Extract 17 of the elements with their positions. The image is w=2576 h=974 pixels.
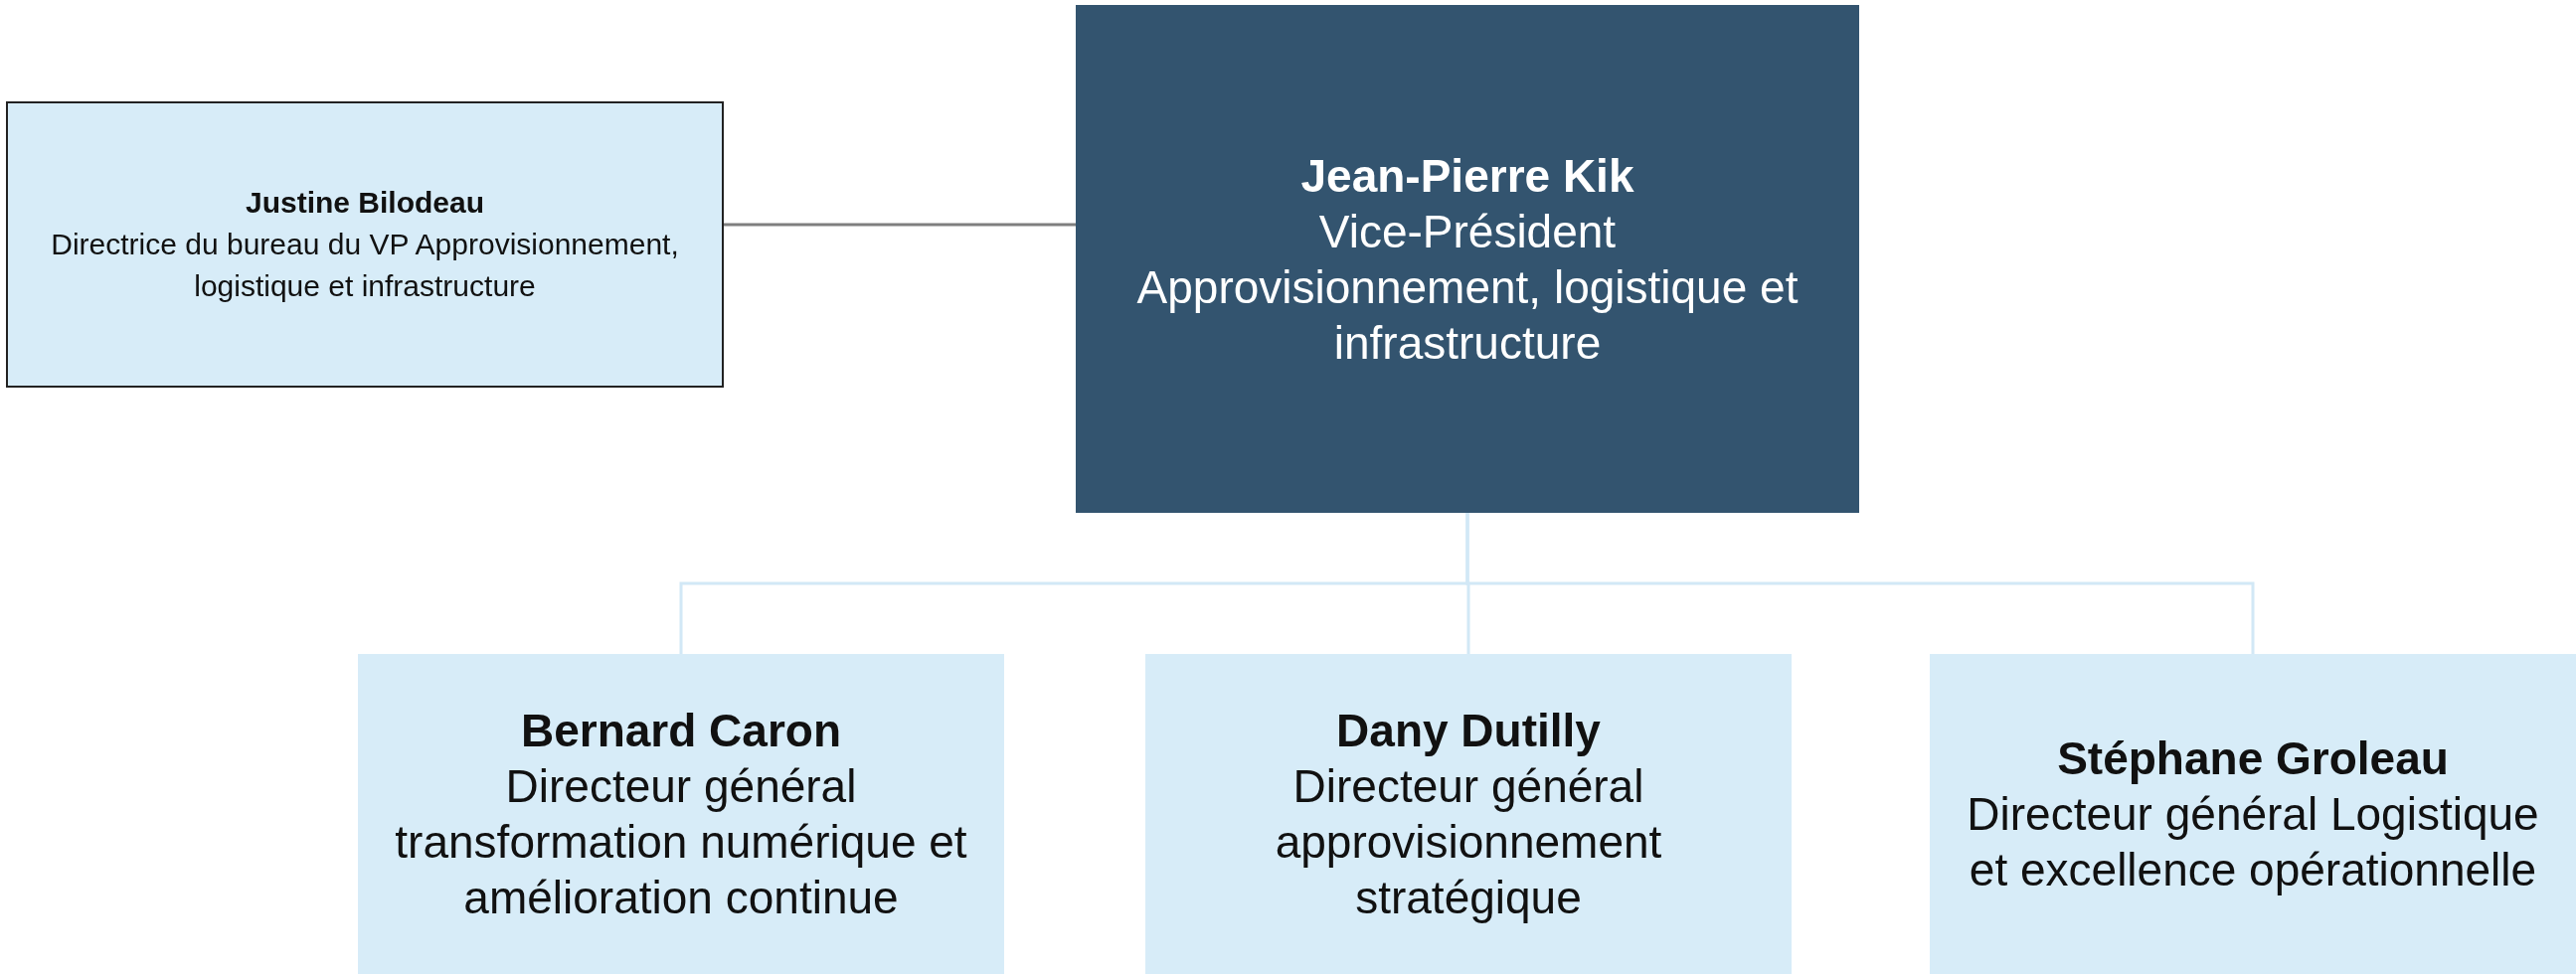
person-box bbox=[358, 654, 1004, 974]
person-name: Bernard Caron bbox=[520, 704, 842, 758]
person-name: Stéphane Groleau bbox=[2057, 731, 2449, 786]
job-title: Directeur général approvisionnement stratégique bbox=[1274, 759, 1663, 925]
executive-box bbox=[1076, 5, 1859, 513]
job-title: Directeur général transformation numérique et amélioration continue bbox=[394, 759, 968, 925]
person-box bbox=[1930, 654, 2576, 974]
job-title: Vice-Président Approvisionnement, logistique et infrastructure bbox=[1135, 204, 1800, 371]
job-title: Directeur général Logistique et excellence opérationnelle bbox=[1966, 787, 2540, 897]
person-box bbox=[1145, 654, 1792, 974]
connector-line bbox=[724, 223, 1076, 227]
job-title: Directrice du bureau du VP Approvisionnement, logistique et infrastructure bbox=[50, 227, 680, 304]
person-box bbox=[6, 101, 724, 388]
person-name: Dany Dutilly bbox=[1336, 704, 1601, 758]
person-name: Justine Bilodeau bbox=[245, 185, 484, 221]
person-name: Jean-Pierre Kik bbox=[1300, 148, 1634, 204]
connector-line bbox=[1465, 513, 2255, 654]
